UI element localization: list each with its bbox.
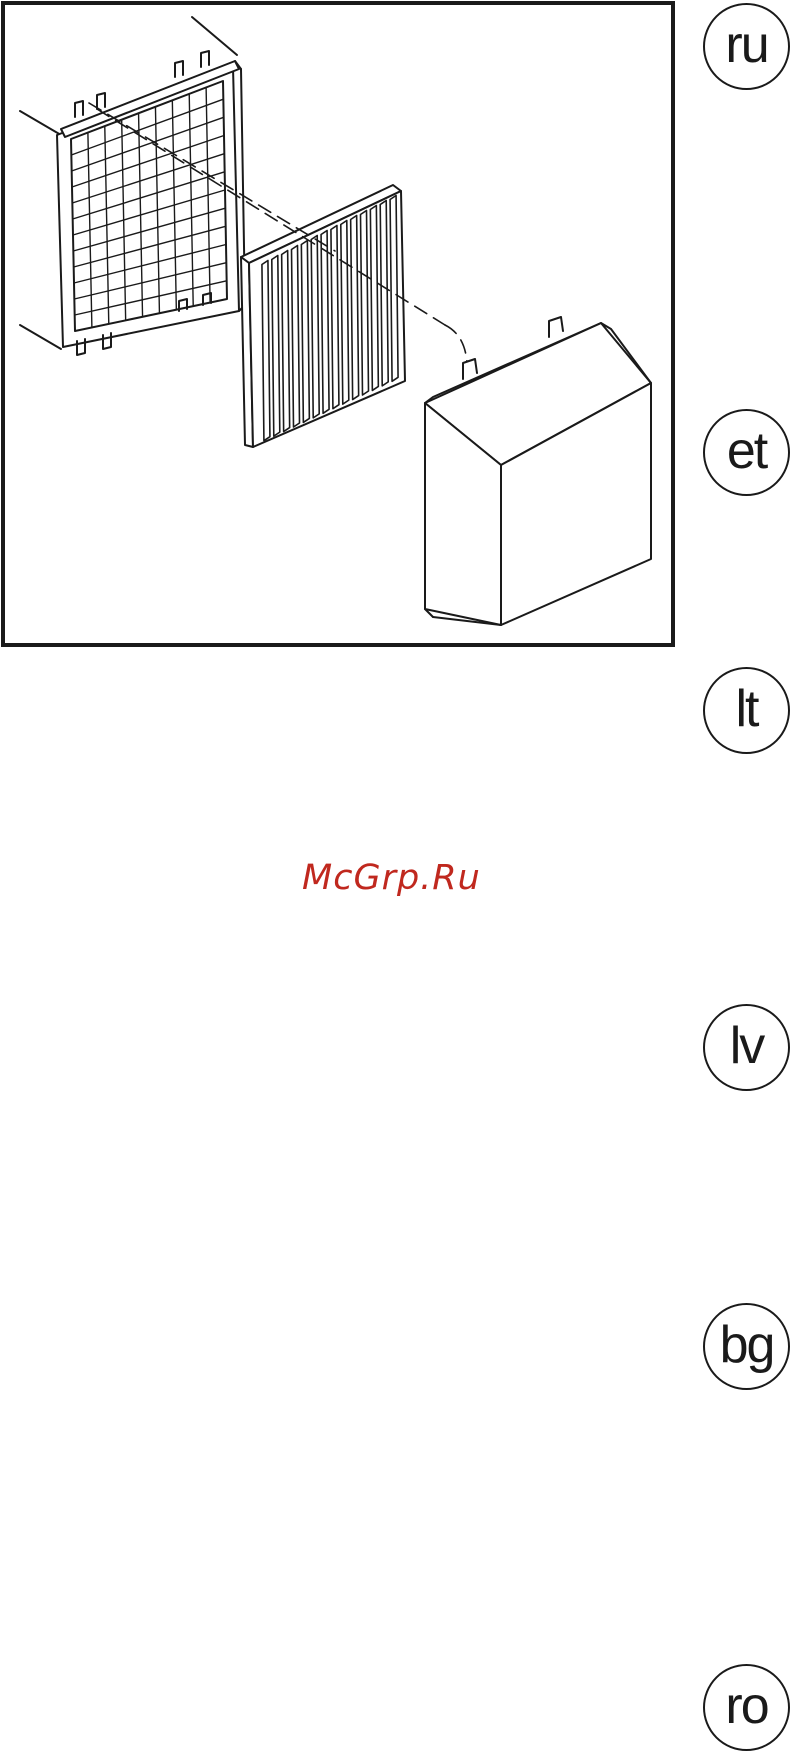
filter-pleat (331, 226, 339, 409)
language-badge-bg: bg (703, 1303, 790, 1390)
language-code: lv (730, 1020, 764, 1072)
filter-pleat (321, 231, 329, 414)
filter-pleat (341, 221, 349, 405)
language-badge-ru: ru (703, 3, 790, 90)
pleated-filter (241, 185, 405, 447)
filter-pleat (292, 246, 300, 428)
language-code: lt (736, 683, 758, 735)
filter-pleat (272, 256, 280, 437)
filter-pleat (370, 206, 378, 391)
filter-pleat (262, 261, 270, 441)
filter-assembly-diagram (5, 5, 671, 643)
filter-pleat (301, 241, 309, 423)
language-code: ru (725, 19, 767, 71)
language-badge-et: et (703, 409, 790, 496)
language-badge-ro: ro (703, 1664, 790, 1751)
language-code: ro (725, 1680, 767, 1732)
filter-cover (425, 317, 651, 625)
grille-frame (57, 51, 245, 355)
housing-edge-line (192, 17, 237, 55)
watermark-text: McGrp.Ru (302, 858, 512, 898)
filter-pleat (390, 196, 398, 382)
filter-pleat (361, 211, 369, 396)
housing-edge-line (20, 111, 61, 135)
filter-pleat (282, 251, 290, 432)
filter-pleat (351, 216, 359, 400)
housing-edge-line (20, 325, 61, 349)
language-badge-lt: lt (703, 667, 790, 754)
language-badge-lv: lv (703, 1004, 790, 1091)
filter-pleat (380, 201, 388, 386)
language-code: bg (720, 1319, 774, 1371)
language-code: et (727, 425, 766, 477)
filter-pleat (311, 236, 319, 418)
filter-illustration-frame (1, 1, 675, 647)
